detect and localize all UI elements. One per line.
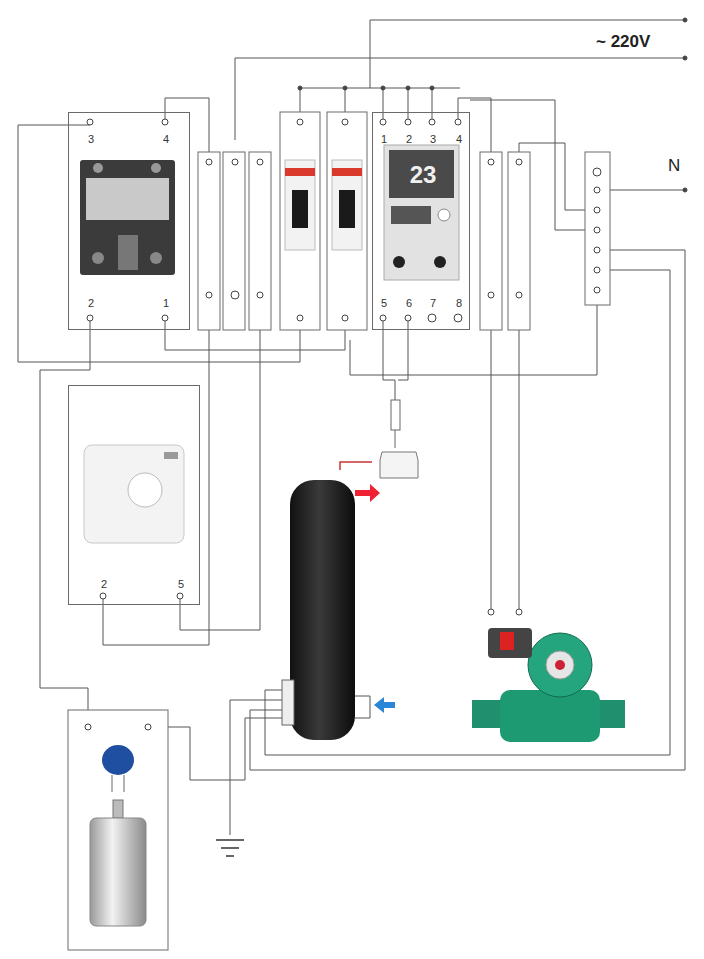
display-reading: 23 [410, 161, 437, 189]
pin-number: 5 [381, 297, 387, 310]
terminal-dots [85, 18, 687, 730]
pin-number: 7 [430, 297, 436, 310]
temperature-sensor [380, 400, 418, 478]
pin-number: 3 [430, 133, 436, 146]
pin-number: 2 [88, 297, 94, 310]
breakers [285, 160, 362, 250]
pin-number: 2 [406, 133, 412, 146]
temperature-controller [384, 145, 459, 280]
component-box: 25 [68, 385, 200, 605]
capacitor-varistor [90, 745, 146, 926]
pin-number: 1 [381, 133, 387, 146]
pin-number: 5 [178, 578, 184, 591]
pin-number: 4 [456, 133, 462, 146]
pin-number: 8 [456, 297, 462, 310]
room-thermostat [84, 445, 184, 543]
ground-symbol [216, 840, 244, 856]
pin-number: 3 [88, 133, 94, 146]
pin-number: 2 [101, 578, 107, 591]
neutral-label: N [668, 156, 680, 176]
component-box: 1234235678 [372, 112, 470, 330]
circulation-pump [472, 628, 625, 742]
solid-state-relay [80, 160, 175, 275]
voltage-label: ~ 220V [596, 32, 650, 52]
terminal-strips [68, 112, 610, 950]
pin-number: 6 [406, 297, 412, 310]
pin-number: 4 [163, 133, 169, 146]
component-box: 3 4 2 1 [68, 112, 190, 330]
electric-heater [282, 462, 395, 740]
pin-number: 1 [163, 297, 169, 310]
